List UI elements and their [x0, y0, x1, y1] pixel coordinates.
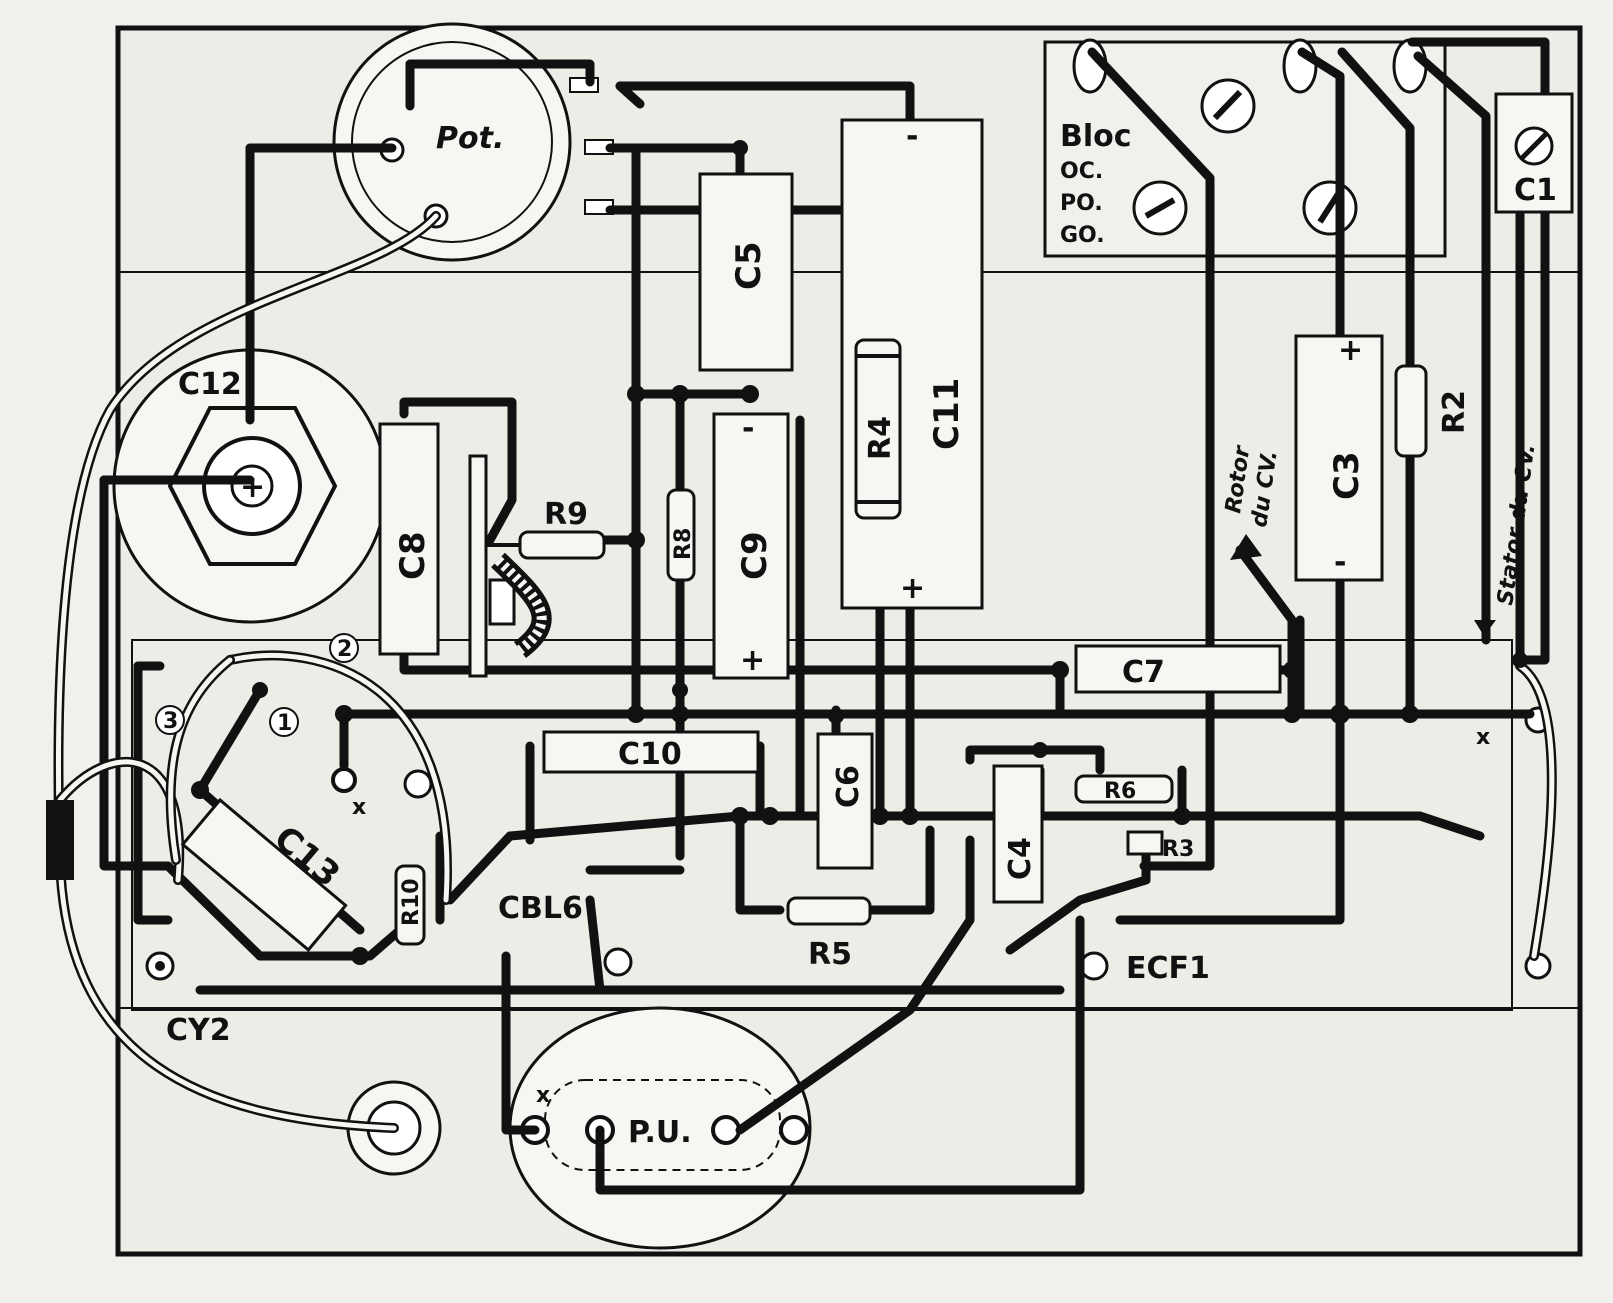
r9-label: R9 — [544, 497, 588, 532]
c8-label: C8 — [393, 531, 433, 580]
x-mark-right: x — [1476, 725, 1490, 750]
bloc-terminal-3 — [1392, 38, 1428, 94]
r4-label: R4 — [863, 416, 898, 460]
r6-label: R6 — [1104, 779, 1136, 804]
c4-label: C4 — [1003, 837, 1038, 880]
c9-minus: - — [742, 411, 754, 446]
c10-label: C10 — [618, 737, 682, 772]
insulated-wires — [46, 211, 1557, 1133]
c11-minus: - — [906, 119, 918, 154]
capacitor-c8: C8 — [378, 422, 440, 656]
resistor-r8: R8 — [666, 488, 696, 582]
pot-label: Pot. — [436, 121, 504, 156]
resistor-r2: R2 — [1394, 364, 1472, 458]
c7-label: C7 — [1122, 655, 1165, 690]
r5-label: R5 — [808, 937, 852, 972]
pu-x-mark: x — [536, 1083, 550, 1108]
c1-label: C1 — [1514, 173, 1557, 208]
capacitor-c4: C4 — [992, 764, 1044, 904]
capacitor-c10: C10 — [542, 730, 760, 774]
c3-label: C3 — [1327, 451, 1367, 500]
bloc-band-oc: OC. — [1060, 159, 1103, 184]
tube-cy2-label: CY2 — [166, 1013, 231, 1048]
c11-label: C11 — [927, 378, 967, 450]
c3-plus: + — [1338, 333, 1363, 368]
resistor-r3: R3 — [1126, 830, 1194, 862]
r10-label: R10 — [399, 878, 424, 926]
capacitor-c6: C6 — [816, 732, 874, 870]
pin-1-label: 1 — [277, 711, 292, 736]
r8-label: R8 — [671, 528, 696, 560]
c11-plus: + — [900, 571, 925, 606]
c5-label: C5 — [729, 241, 769, 290]
pin-3-label: 3 — [163, 709, 178, 734]
capacitor-c3: C3 + - — [1294, 333, 1384, 582]
resistor-r6: R6 — [1074, 774, 1174, 804]
bloc-label: Bloc — [1060, 119, 1132, 154]
bracket — [468, 454, 552, 678]
bloc-terminal-2 — [1282, 38, 1318, 94]
capacitor-c5: C5 — [698, 172, 794, 372]
c12-label: C12 — [178, 367, 242, 402]
capacitor-c7: C7 — [1074, 644, 1282, 694]
solder-joints — [191, 140, 1528, 965]
resistor-r9: R9 — [486, 497, 606, 560]
pu-label: P.U. — [628, 1115, 692, 1150]
capacitor-c1: C1 — [1494, 92, 1574, 214]
capacitor-c12: + C12 — [112, 348, 388, 624]
c9-plus: + — [740, 643, 765, 678]
wires — [99, 37, 1550, 1195]
resistor-r4: R4 — [854, 338, 902, 520]
bloc-band-po: PO. — [1060, 191, 1103, 216]
r3-label: R3 — [1162, 837, 1194, 862]
c9-label: C9 — [735, 531, 775, 580]
capacitor-c9: C9 - + — [712, 411, 790, 680]
tube-cbl6-label: CBL6 — [498, 891, 583, 926]
bloc-band-go: GO. — [1060, 223, 1105, 248]
tube-plate — [131, 639, 1513, 1011]
r2-label: R2 — [1437, 390, 1472, 434]
x-mark-left: x — [352, 795, 366, 820]
bloc-coil-box: Bloc OC. PO. GO. — [1043, 38, 1447, 258]
resistor-r5: R5 — [786, 896, 872, 972]
pin-markers: 2 1 3 — [155, 633, 359, 737]
tube-ecf1-label: ECF1 — [1126, 951, 1210, 986]
c12-plus: + — [240, 470, 265, 505]
potentiometer: Pot. — [332, 22, 614, 262]
pickup-socket: P.U. x — [508, 1006, 812, 1250]
mounting-holes — [145, 706, 1552, 981]
pin-2-label: 2 — [337, 637, 352, 662]
c3-minus: - — [1334, 545, 1346, 580]
c6-label: C6 — [831, 765, 866, 808]
resistor-r10: R10 — [394, 864, 426, 946]
